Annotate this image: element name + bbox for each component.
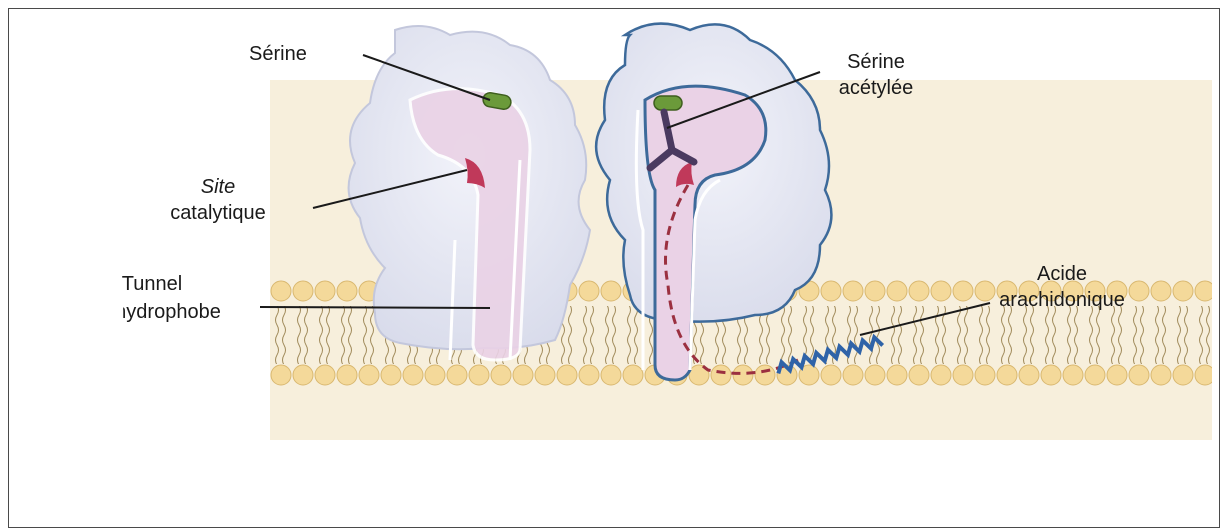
label-site-line1: Site bbox=[201, 175, 235, 199]
serine-right-marker bbox=[654, 96, 682, 110]
enzyme-left-body bbox=[349, 26, 590, 349]
cox-enzyme-diagram bbox=[0, 0, 1228, 513]
enzyme-left bbox=[349, 26, 590, 360]
label-acide-line1: Acide bbox=[1037, 262, 1087, 286]
label-serine-acetylee-line2: acétylée bbox=[839, 76, 914, 100]
label-tunnel-line2: hydrophobe bbox=[115, 300, 221, 324]
leader-tunnel bbox=[260, 307, 490, 308]
label-acide-line2: arachidonique bbox=[999, 288, 1125, 312]
label-serine-acetylee-line1: Sérine bbox=[847, 50, 905, 74]
label-tunnel-line1: Tunnel bbox=[122, 272, 182, 296]
membrane-bottom-heads bbox=[270, 362, 1212, 390]
label-site-line2: catalytique bbox=[170, 201, 266, 225]
label-serine: Sérine bbox=[249, 42, 307, 66]
